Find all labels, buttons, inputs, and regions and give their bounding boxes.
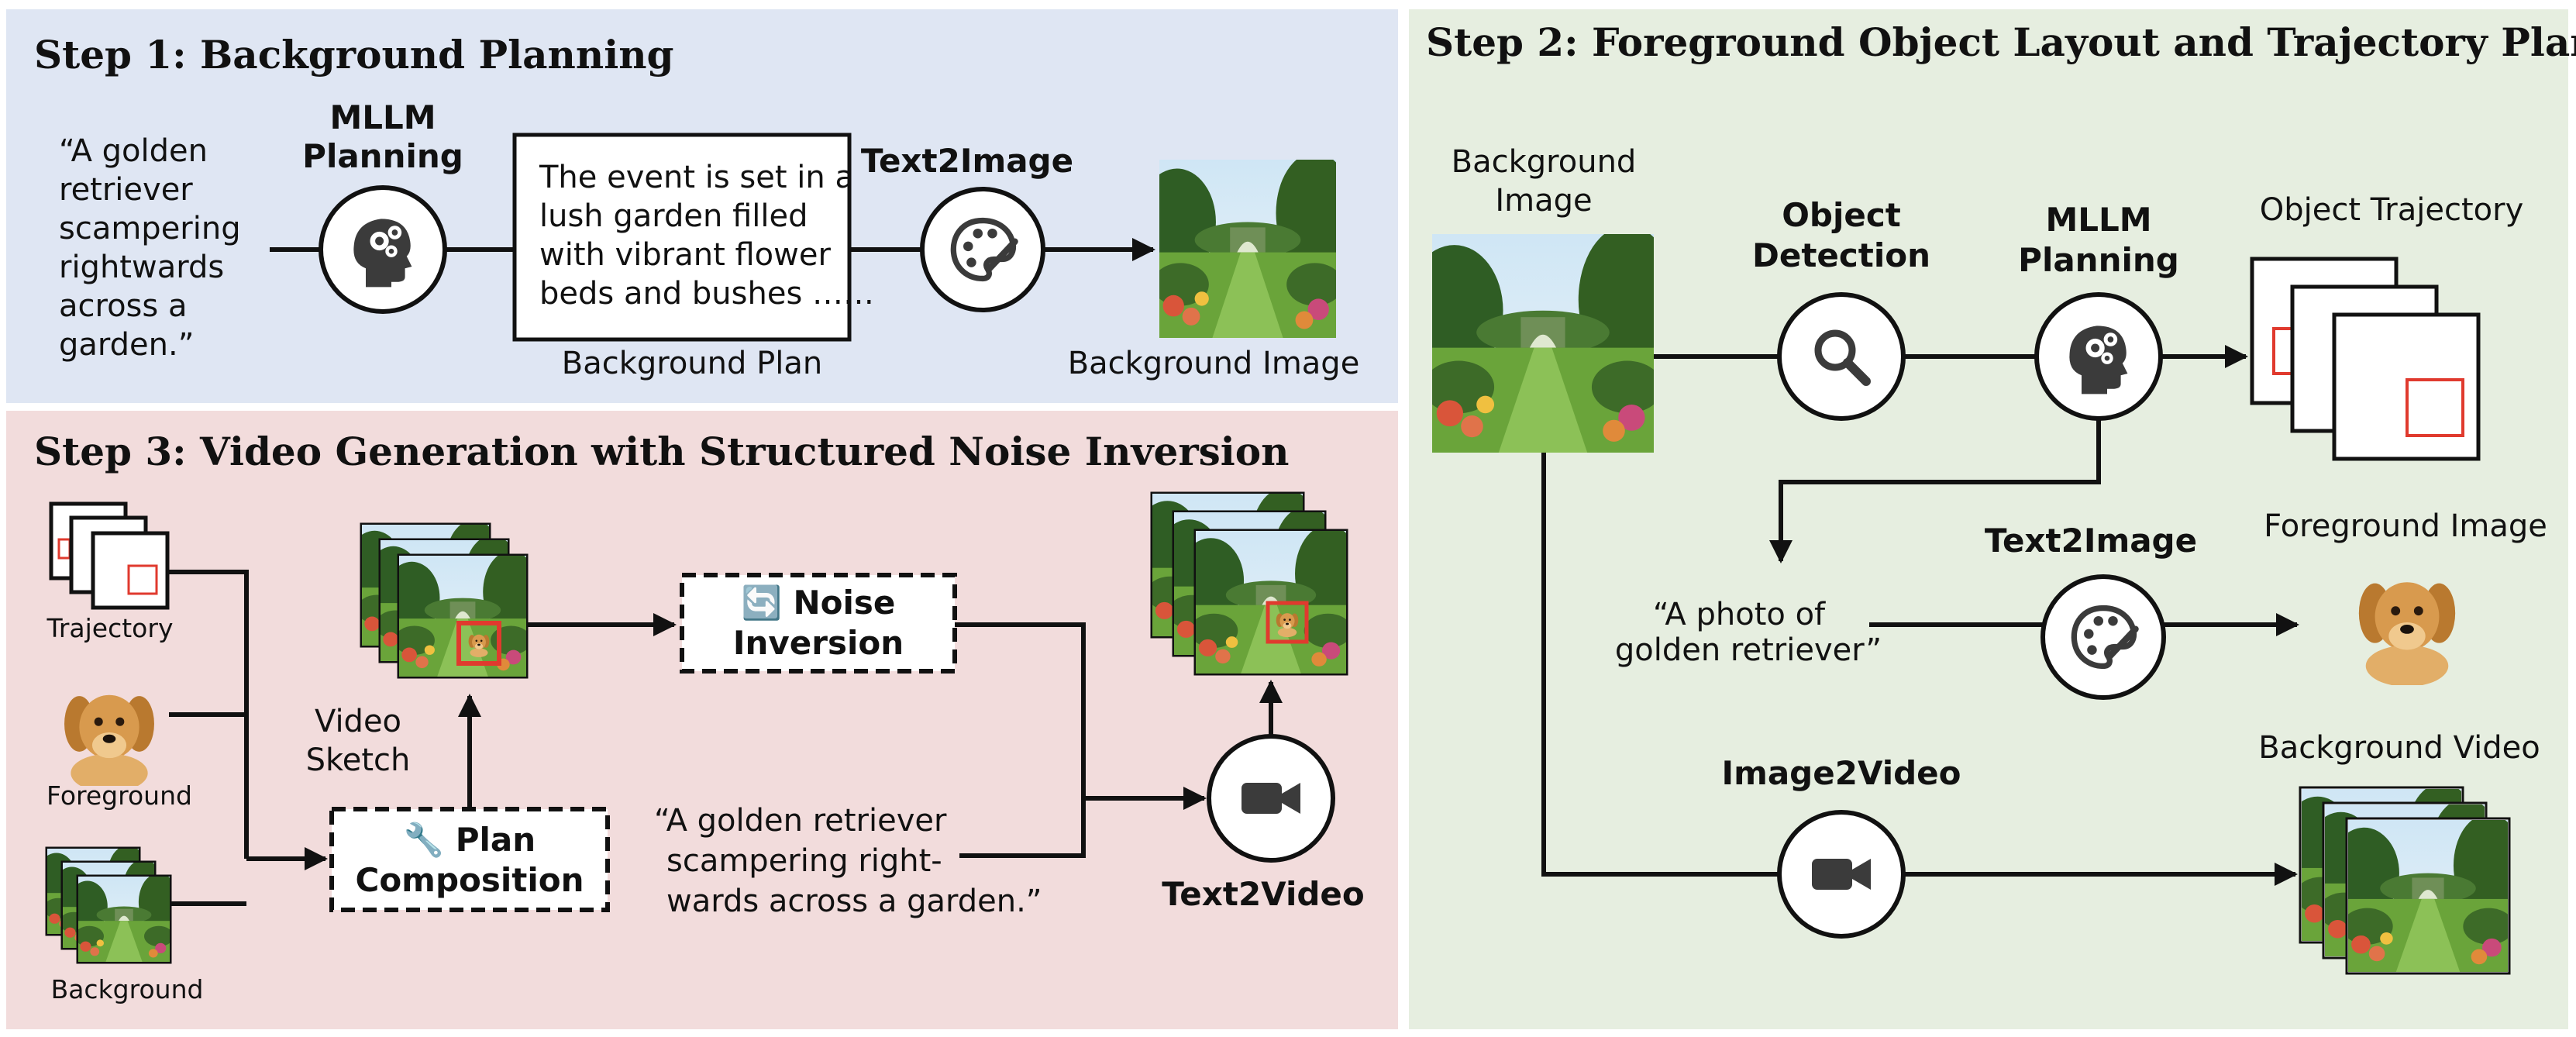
- foreground-dog-image: [2358, 582, 2456, 685]
- object-detection-node: [1777, 292, 1906, 421]
- step3-edge: [167, 570, 249, 859]
- step2-mllm-label: Planning: [2018, 241, 2179, 279]
- trajectory-thumbnail: [49, 501, 170, 610]
- video-sketch-label: Video: [315, 704, 401, 739]
- step2-text2image-label: Text2Image: [1985, 522, 2197, 560]
- step3-title: Step 3: Video Generation with Structured…: [34, 429, 1290, 474]
- step3-prompt-line: wards across a garden.”: [666, 884, 1042, 919]
- trajectory-box: [2406, 378, 2464, 437]
- step1-prompt-line: scampering: [59, 211, 241, 246]
- plan-composition-label: Composition: [356, 861, 584, 899]
- plan-text-line: beds and bushes ……: [539, 276, 874, 312]
- noise-inversion-label: 🔄 Noise: [742, 584, 896, 622]
- plan-text-line: lush garden filled: [539, 198, 808, 234]
- step3-background-label: Background: [51, 974, 204, 1004]
- step1-mllm-label: MLLM: [329, 98, 436, 136]
- step2-edge: [1541, 453, 2298, 886]
- step3-background-thumbnail: [45, 846, 172, 964]
- step3-trajectory-label: Trajectory: [46, 613, 174, 643]
- background-plan-box: [512, 133, 852, 342]
- step3-edge: [955, 622, 1086, 798]
- step1-prompt-line: across a: [59, 288, 187, 324]
- step1-mllm-label: Planning: [302, 137, 463, 175]
- step1-text2image-node: [920, 187, 1045, 312]
- detection-label: Detection: [1752, 236, 1930, 274]
- output-video-frames: [1150, 491, 1348, 676]
- photo-prompt: golden retriever”: [1615, 632, 1882, 668]
- output-dog: [1276, 613, 1299, 637]
- step3-foreground-label: Foreground: [46, 780, 192, 811]
- step1-prompt-line: rightwards: [59, 250, 224, 285]
- image2video-label: Image2Video: [1721, 754, 1961, 792]
- step1-title: Step 1: Background Planning: [34, 32, 674, 78]
- step1-text2image-label: Text2Image: [861, 142, 1073, 180]
- step2-title: Step 2: Foreground Object Layout and Tra…: [1426, 19, 2576, 65]
- step2-text2image-node: [2040, 574, 2166, 700]
- object-trajectory-frames: [2250, 257, 2481, 461]
- noise-inversion-label: Inversion: [733, 624, 904, 662]
- step1-prompt-line: retriever: [59, 172, 193, 208]
- step2-background-image: [1432, 234, 1654, 453]
- plan-composition-label: 🔧 Plan: [404, 820, 536, 859]
- step3-foreground-dog: [64, 694, 154, 786]
- output-object-box: [1266, 601, 1309, 644]
- sketch-dog: [468, 634, 490, 657]
- background-plan-caption: Background Plan: [562, 346, 822, 381]
- plan-text-line: with vibrant flower: [539, 237, 831, 273]
- step3-edge: [959, 798, 1086, 858]
- plan-text-line: The event is set in a: [539, 160, 854, 195]
- step2-bg-image-label: Image: [1495, 183, 1592, 219]
- photo-prompt: “A photo of: [1653, 597, 1826, 632]
- step3-prompt-line: “A golden retriever: [654, 803, 947, 839]
- bg-video-label: Background Video: [2258, 730, 2540, 766]
- noise-inversion-box: [680, 573, 957, 674]
- step1-prompt-line: “A golden: [59, 133, 208, 169]
- step3-prompt-line: scampering right-: [666, 843, 942, 879]
- foreground-label: Foreground Image: [2264, 508, 2547, 544]
- plan-composition-box: [329, 807, 610, 912]
- step1-prompt-line: garden.”: [59, 327, 194, 363]
- trajectory-label: Object Trajectory: [2260, 192, 2524, 228]
- detection-label: Object: [1782, 196, 1901, 234]
- step2-bg-image-label: Background: [1452, 144, 1637, 180]
- sketch-object-box: [456, 621, 501, 666]
- background-video-frames: [2299, 786, 2511, 975]
- step2-edge: [1769, 419, 2101, 563]
- step1-image-caption: Background Image: [1068, 346, 1360, 381]
- background-image: [1159, 160, 1336, 338]
- step1-prompt: “A golden retriever scampering rightward…: [59, 133, 241, 363]
- video-sketch-frames: [360, 522, 529, 679]
- video-sketch-label: Sketch: [306, 742, 411, 778]
- step2-mllm-label: MLLM: [2045, 201, 2151, 239]
- text2video-label: Text2Video: [1162, 875, 1365, 913]
